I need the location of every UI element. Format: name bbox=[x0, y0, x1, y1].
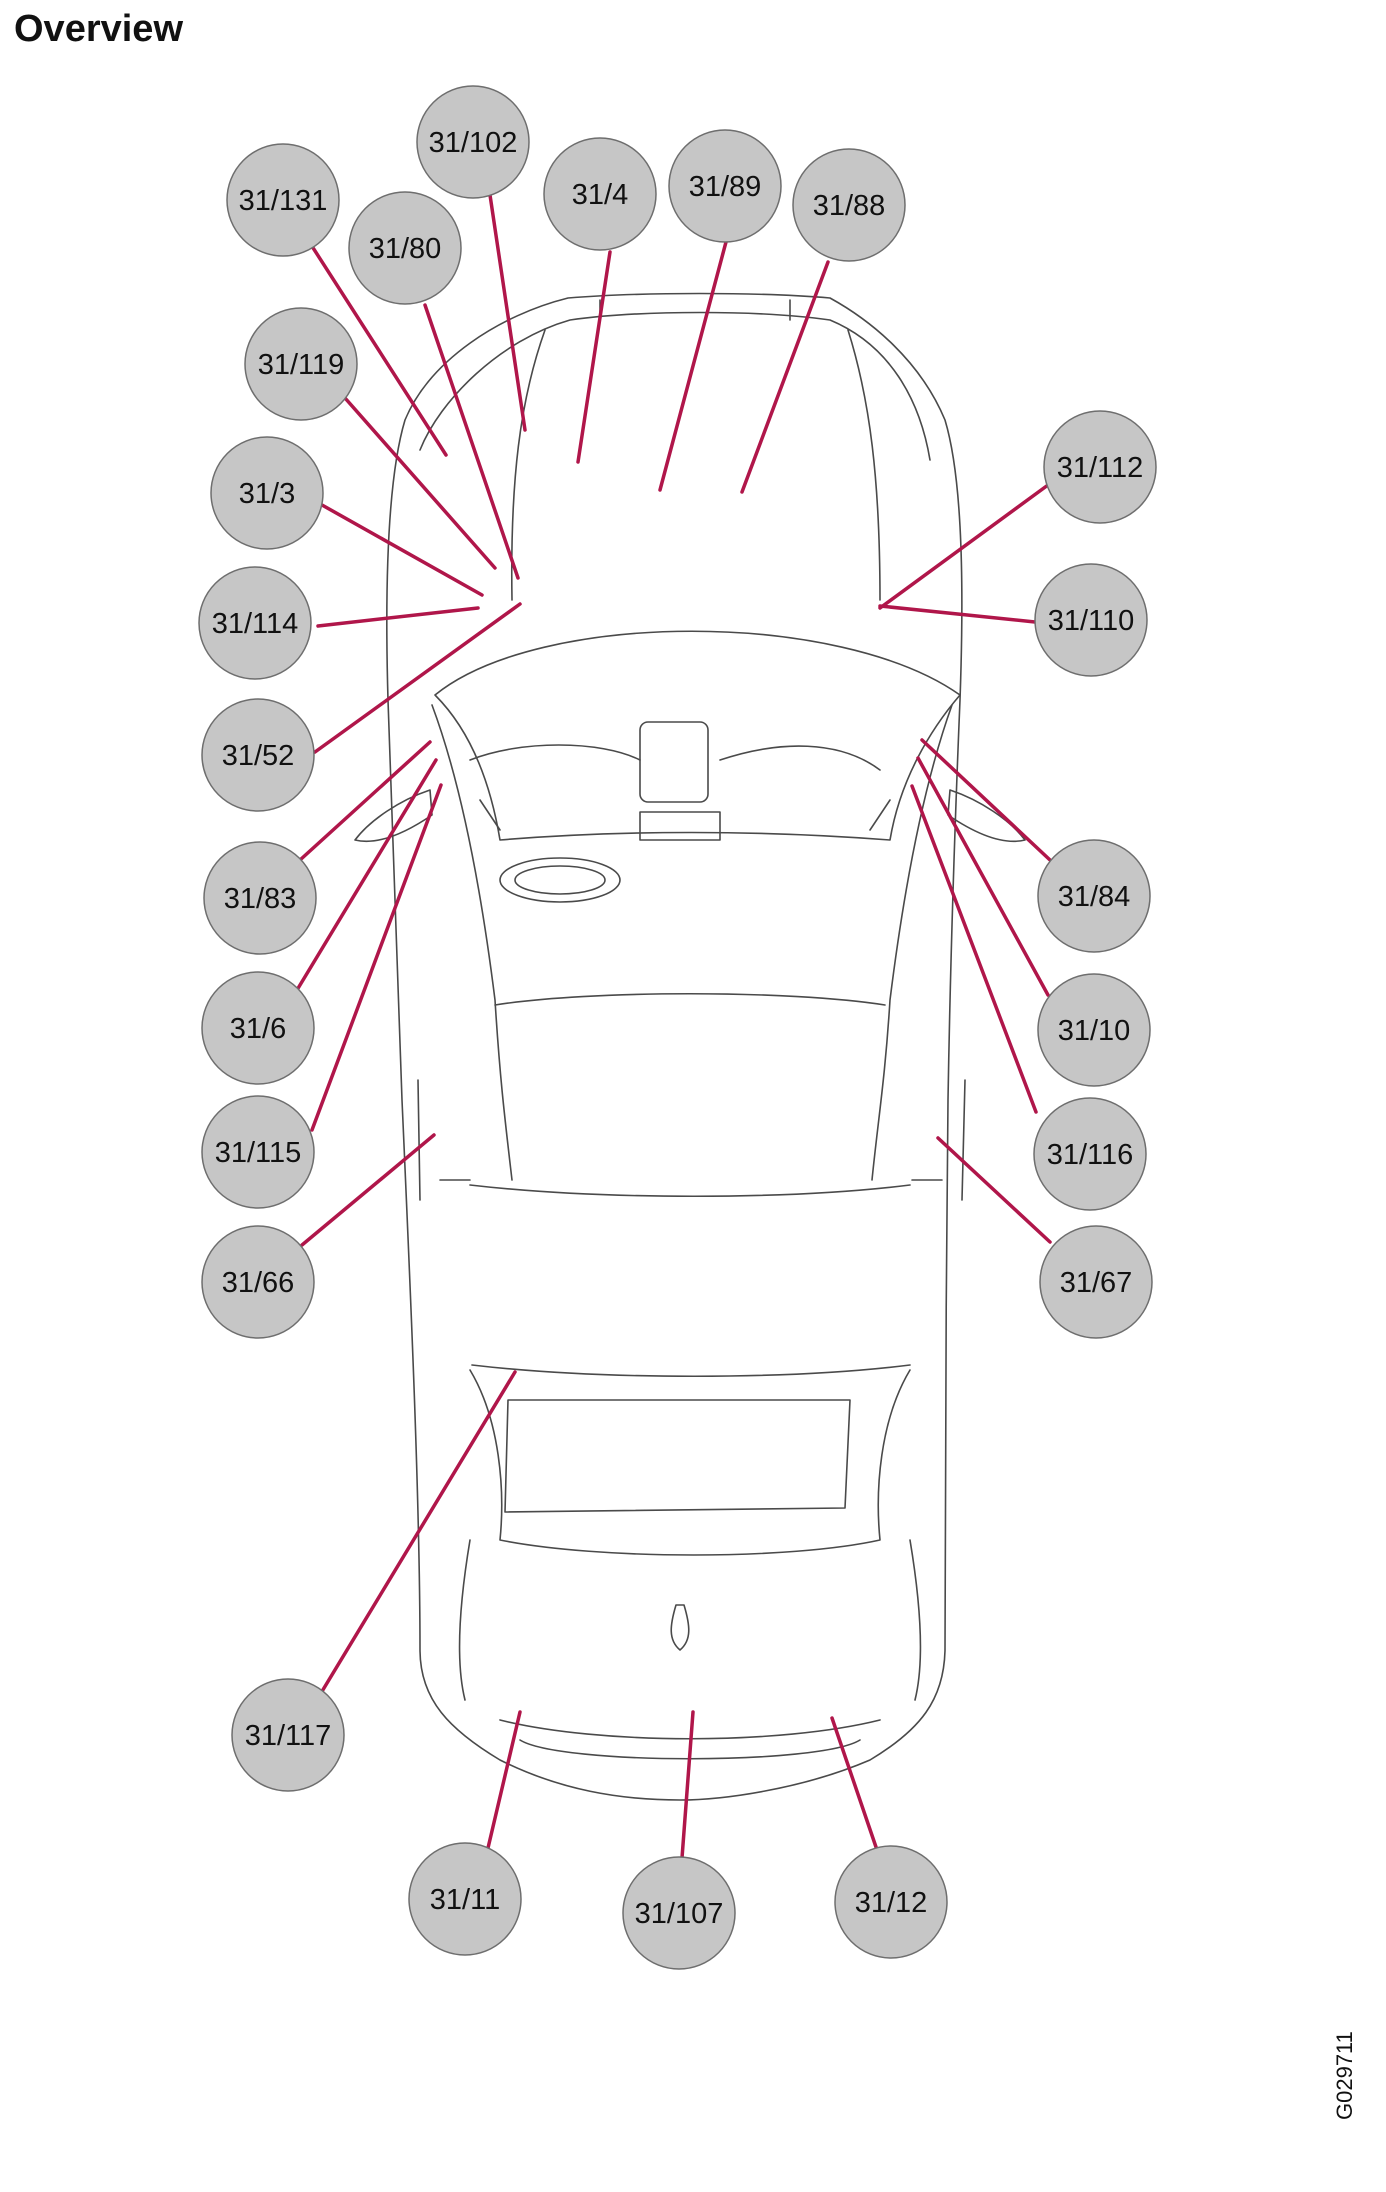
callout-label: 31/116 bbox=[1047, 1139, 1134, 1171]
callout-label: 31/67 bbox=[1060, 1267, 1133, 1299]
callout-bubble bbox=[1039, 1225, 1153, 1339]
callout-31-10: 31/10 bbox=[1037, 973, 1151, 1087]
callout-bubble bbox=[348, 191, 462, 305]
callout-31-115: 31/115 bbox=[201, 1095, 315, 1209]
callout-label: 31/12 bbox=[855, 1887, 928, 1919]
callout-bubble bbox=[1034, 563, 1148, 677]
callout-31-6: 31/6 bbox=[201, 971, 315, 1085]
callout-31-11: 31/11 bbox=[408, 1842, 522, 1956]
callout-label: 31/88 bbox=[813, 190, 886, 222]
callout-31-52: 31/52 bbox=[201, 698, 315, 812]
callout-bubble bbox=[1033, 1097, 1147, 1211]
callout-label: 31/112 bbox=[1057, 452, 1144, 484]
callout-31-116: 31/116 bbox=[1033, 1097, 1147, 1211]
callout-bubble bbox=[1037, 839, 1151, 953]
callout-bubble bbox=[543, 137, 657, 251]
callout-label: 31/110 bbox=[1048, 605, 1135, 637]
callout-label: 31/80 bbox=[369, 233, 442, 265]
callout-bubble bbox=[231, 1678, 345, 1792]
callout-31-4: 31/4 bbox=[543, 137, 657, 251]
callout-bubble bbox=[244, 307, 358, 421]
callout-bubble bbox=[416, 85, 530, 199]
callout-label: 31/107 bbox=[635, 1898, 724, 1930]
callout-bubble bbox=[201, 1225, 315, 1339]
callout-bubble bbox=[226, 143, 340, 257]
callout-label: 31/117 bbox=[245, 1720, 332, 1752]
callout-label: 31/52 bbox=[222, 740, 295, 772]
callout-label: 31/84 bbox=[1058, 881, 1131, 913]
callout-31-114: 31/114 bbox=[198, 566, 312, 680]
callout-31-88: 31/88 bbox=[792, 148, 906, 262]
callout-label: 31/115 bbox=[215, 1137, 302, 1169]
callout-label: 31/102 bbox=[429, 127, 518, 159]
callout-31-119: 31/119 bbox=[244, 307, 358, 421]
callout-31-110: 31/110 bbox=[1034, 563, 1148, 677]
callout-31-112: 31/112 bbox=[1043, 410, 1157, 524]
callout-label: 31/114 bbox=[212, 608, 299, 640]
callout-label: 31/131 bbox=[239, 185, 328, 217]
callout-bubble bbox=[203, 841, 317, 955]
callout-31-67: 31/67 bbox=[1039, 1225, 1153, 1339]
callout-31-84: 31/84 bbox=[1037, 839, 1151, 953]
page-title: Overview bbox=[14, 8, 183, 50]
callout-bubble bbox=[408, 1842, 522, 1956]
callout-label: 31/83 bbox=[224, 883, 297, 915]
callout-bubble bbox=[1043, 410, 1157, 524]
callout-31-117: 31/117 bbox=[231, 1678, 345, 1792]
callout-bubble bbox=[1037, 973, 1151, 1087]
callout-bubble bbox=[792, 148, 906, 262]
callout-bubble bbox=[834, 1845, 948, 1959]
callout-label: 31/4 bbox=[572, 179, 628, 211]
callout-31-83: 31/83 bbox=[203, 841, 317, 955]
callout-bubble bbox=[198, 566, 312, 680]
callout-31-80: 31/80 bbox=[348, 191, 462, 305]
callout-label: 31/6 bbox=[230, 1013, 286, 1045]
leader-lines bbox=[295, 193, 1052, 1860]
callout-31-66: 31/66 bbox=[201, 1225, 315, 1339]
callout-31-89: 31/89 bbox=[668, 129, 782, 243]
callout-bubble bbox=[201, 971, 315, 1085]
callout-31-102: 31/102 bbox=[416, 85, 530, 199]
callout-label: 31/66 bbox=[222, 1267, 295, 1299]
callout-31-131: 31/131 bbox=[226, 143, 340, 257]
callout-31-107: 31/107 bbox=[622, 1856, 736, 1970]
callouts: 31/102 31/131 31/4 31/89 31/88 31/80 31/119 31/… bbox=[198, 85, 1157, 1970]
callout-bubble bbox=[622, 1856, 736, 1970]
callout-bubble bbox=[210, 436, 324, 550]
callout-label: 31/3 bbox=[239, 478, 295, 510]
callout-31-3: 31/3 bbox=[210, 436, 324, 550]
callout-31-12: 31/12 bbox=[834, 1845, 948, 1959]
callout-bubble bbox=[201, 1095, 315, 1209]
car-outline bbox=[354, 292, 1026, 1801]
callout-bubble bbox=[668, 129, 782, 243]
callout-label: 31/10 bbox=[1058, 1015, 1131, 1047]
callout-label: 31/89 bbox=[689, 171, 762, 203]
callout-bubble bbox=[201, 698, 315, 812]
callout-label: 31/11 bbox=[430, 1884, 500, 1916]
callout-label: 31/119 bbox=[258, 349, 345, 381]
